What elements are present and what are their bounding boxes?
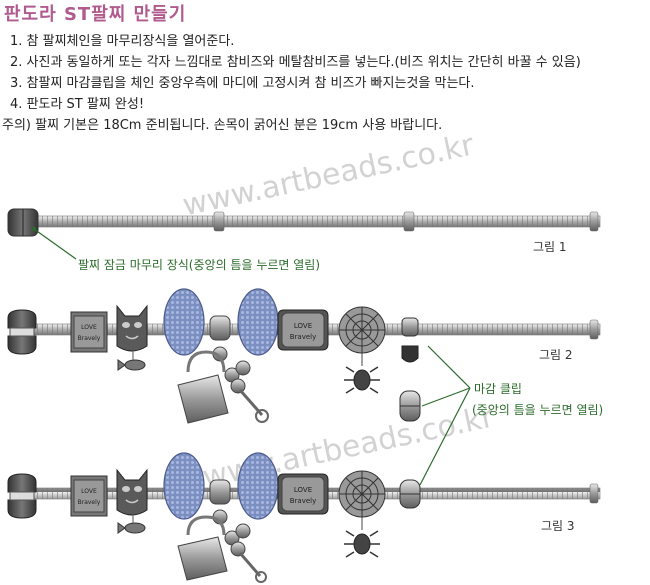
clasp-label: 팔찌 잠금 마무리 장식(중앙의 틈을 누르면 열림) <box>78 258 321 272</box>
figure-2-bracelet: LOVE Bravely <box>7 288 601 424</box>
blue-bead <box>163 288 205 356</box>
page-title: 판도라 ST팔찌 만들기 <box>4 4 187 25</box>
closing-clip-open <box>401 317 419 363</box>
closing-clip <box>399 390 421 422</box>
step-3: 3. 참팔찌 마감클립을 체인 중앙우측에 마디에 고정시켜 참 비즈가 빠지는… <box>10 76 475 91</box>
clasp-open <box>7 473 37 519</box>
leader-line <box>33 228 77 260</box>
note-text: 주의) 팔찌 기본은 18Cm 준비됩니다. 손목이 굵어신 분은 19cm 사… <box>2 118 443 133</box>
figure-3-bracelet: LOVE Bravely <box>7 387 601 583</box>
figure-1-label: 그림 1 <box>533 240 567 254</box>
chain-end <box>589 483 599 504</box>
clip-desc-label: (중앙의 틈을 누르면 열림) <box>472 403 604 417</box>
thread-section <box>403 211 415 232</box>
lock-dangle <box>177 515 267 583</box>
love-bravely-charm: LOVE Bravely <box>70 475 108 517</box>
metal-bead <box>209 315 231 362</box>
charm-line-2: Bravely <box>78 499 101 506</box>
cat-charm <box>116 304 148 371</box>
closing-clip-closed <box>399 479 421 509</box>
charm-line-1: LOVE <box>294 322 312 330</box>
leader-line <box>421 387 471 407</box>
step-2: 2. 사진과 동일하게 또는 각자 느낌대로 참비즈와 메탈참비즈를 넣는다.(… <box>10 55 581 70</box>
charm-line-1: LOVE <box>294 486 312 494</box>
leader-line <box>427 345 471 389</box>
blue-bead <box>237 288 279 356</box>
figure-2-label: 그림 2 <box>539 348 573 362</box>
step-4: 4. 판도라 ST 팔찌 완성! <box>10 97 145 112</box>
spider-web-charm <box>338 306 386 394</box>
charm-line-1: LOVE <box>81 488 97 495</box>
cat-charm <box>116 468 148 534</box>
love-bravely-charm: LOVE Bravely <box>70 311 108 353</box>
blue-bead <box>163 452 205 520</box>
figure-1-bracelet <box>7 208 601 260</box>
clip-title-label: 마감 클립 <box>474 382 522 396</box>
lock-dangle <box>177 350 269 424</box>
chain <box>29 215 601 228</box>
figure-3-label: 그림 3 <box>541 519 575 533</box>
charm-line-2: Bravely <box>290 333 317 341</box>
blue-bead <box>237 452 279 520</box>
charm-line-2: Bravely <box>290 497 317 505</box>
charm-line-2: Bravely <box>78 335 101 342</box>
leader-line <box>419 387 471 486</box>
love-bravely-charm-2: LOVE Bravely <box>277 309 329 351</box>
spider-web-charm <box>338 470 386 558</box>
clasp-open <box>7 309 37 355</box>
step-1: 1. 참 팔찌체인을 마무리장식을 열어준다. <box>10 34 235 49</box>
love-bravely-charm-2: LOVE Bravely <box>277 473 329 515</box>
thread-section <box>213 211 225 232</box>
chain-end <box>589 319 599 340</box>
charm-line-1: LOVE <box>81 324 97 331</box>
chain-end <box>589 211 599 232</box>
